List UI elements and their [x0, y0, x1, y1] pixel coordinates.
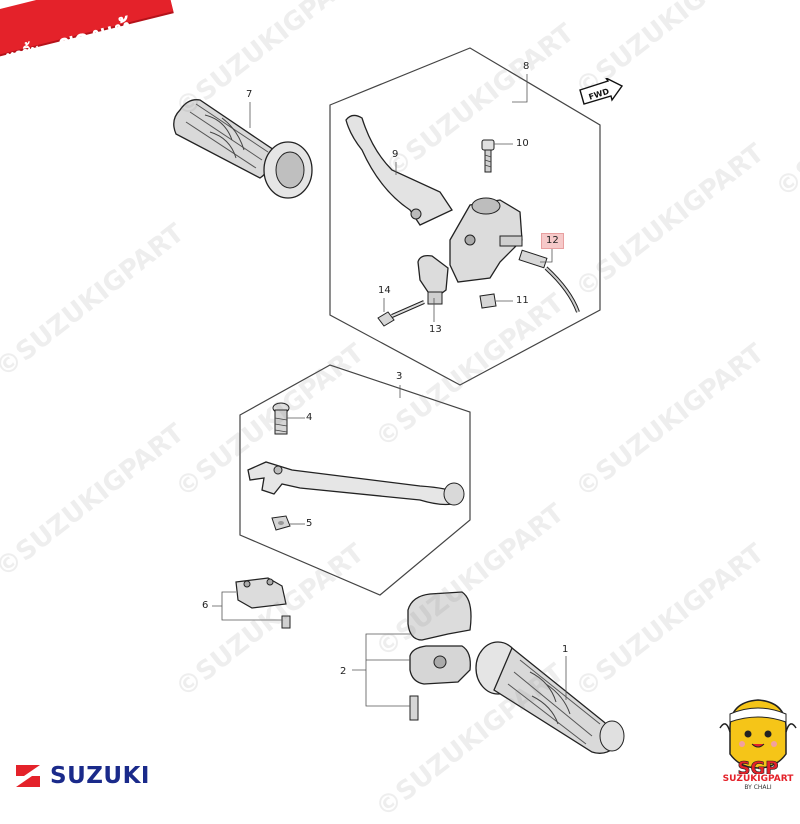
sgp-mascot: SGP SUZUKIGPART BY CHALI: [716, 688, 800, 800]
callout-14[interactable]: 14: [378, 285, 391, 296]
exploded-parts-drawing: [173, 47, 625, 754]
nut-part-11: [479, 293, 497, 309]
fwd-arrow-icon: FWD: [579, 78, 624, 105]
bolt-part-14: [377, 300, 425, 327]
callout-1[interactable]: 1: [562, 644, 569, 655]
callout-6[interactable]: 6: [202, 600, 209, 611]
suzuki-brand: SUZUKI: [14, 760, 150, 792]
bolt-part-10: [481, 139, 495, 173]
nut-part-5: [271, 515, 291, 531]
callout-4[interactable]: 4: [306, 412, 313, 423]
brand-name: SUZUKI: [50, 763, 150, 789]
assembly-8-frame: [329, 47, 601, 386]
lever-part-3: [247, 461, 465, 506]
callout-11[interactable]: 11: [516, 295, 529, 306]
suzuki-logo-icon: [16, 765, 40, 787]
assembly-3-frame: [239, 364, 471, 596]
throttle-housing-part-2: [407, 591, 472, 721]
genuine-badge: ทุกชิ้น ของแท้: [0, 0, 174, 78]
switch-part-12: [518, 249, 580, 313]
mascot-tagline: BY CHALI: [744, 784, 772, 791]
grip-left-part-7: [173, 99, 313, 199]
mascot-caption: SUZUKIGPART BY CHALI: [716, 774, 800, 791]
callout-5[interactable]: 5: [306, 518, 313, 529]
holder-part-13: [417, 254, 449, 305]
callout-2[interactable]: 2: [340, 666, 347, 677]
callout-3[interactable]: 3: [396, 371, 403, 382]
master-cylinder-body: [449, 197, 523, 283]
mascot-name: SUZUKIGPART: [722, 774, 794, 784]
bolt-part-4: [272, 402, 290, 435]
callout-9[interactable]: 9: [392, 149, 399, 160]
grip-right-part-1: [475, 641, 625, 754]
callout-12[interactable]: 12: [541, 233, 564, 249]
mascot-icon: SGP: [719, 699, 797, 779]
callout-10[interactable]: 10: [516, 138, 529, 149]
switch-part-6: [235, 577, 291, 629]
leader-lines: [212, 74, 567, 707]
callout-8[interactable]: 8: [523, 61, 530, 72]
mascot-logo: SGP: [738, 758, 779, 774]
callout-13[interactable]: 13: [429, 324, 442, 335]
callout-7[interactable]: 7: [246, 89, 253, 100]
lever-part-9: [345, 114, 453, 226]
